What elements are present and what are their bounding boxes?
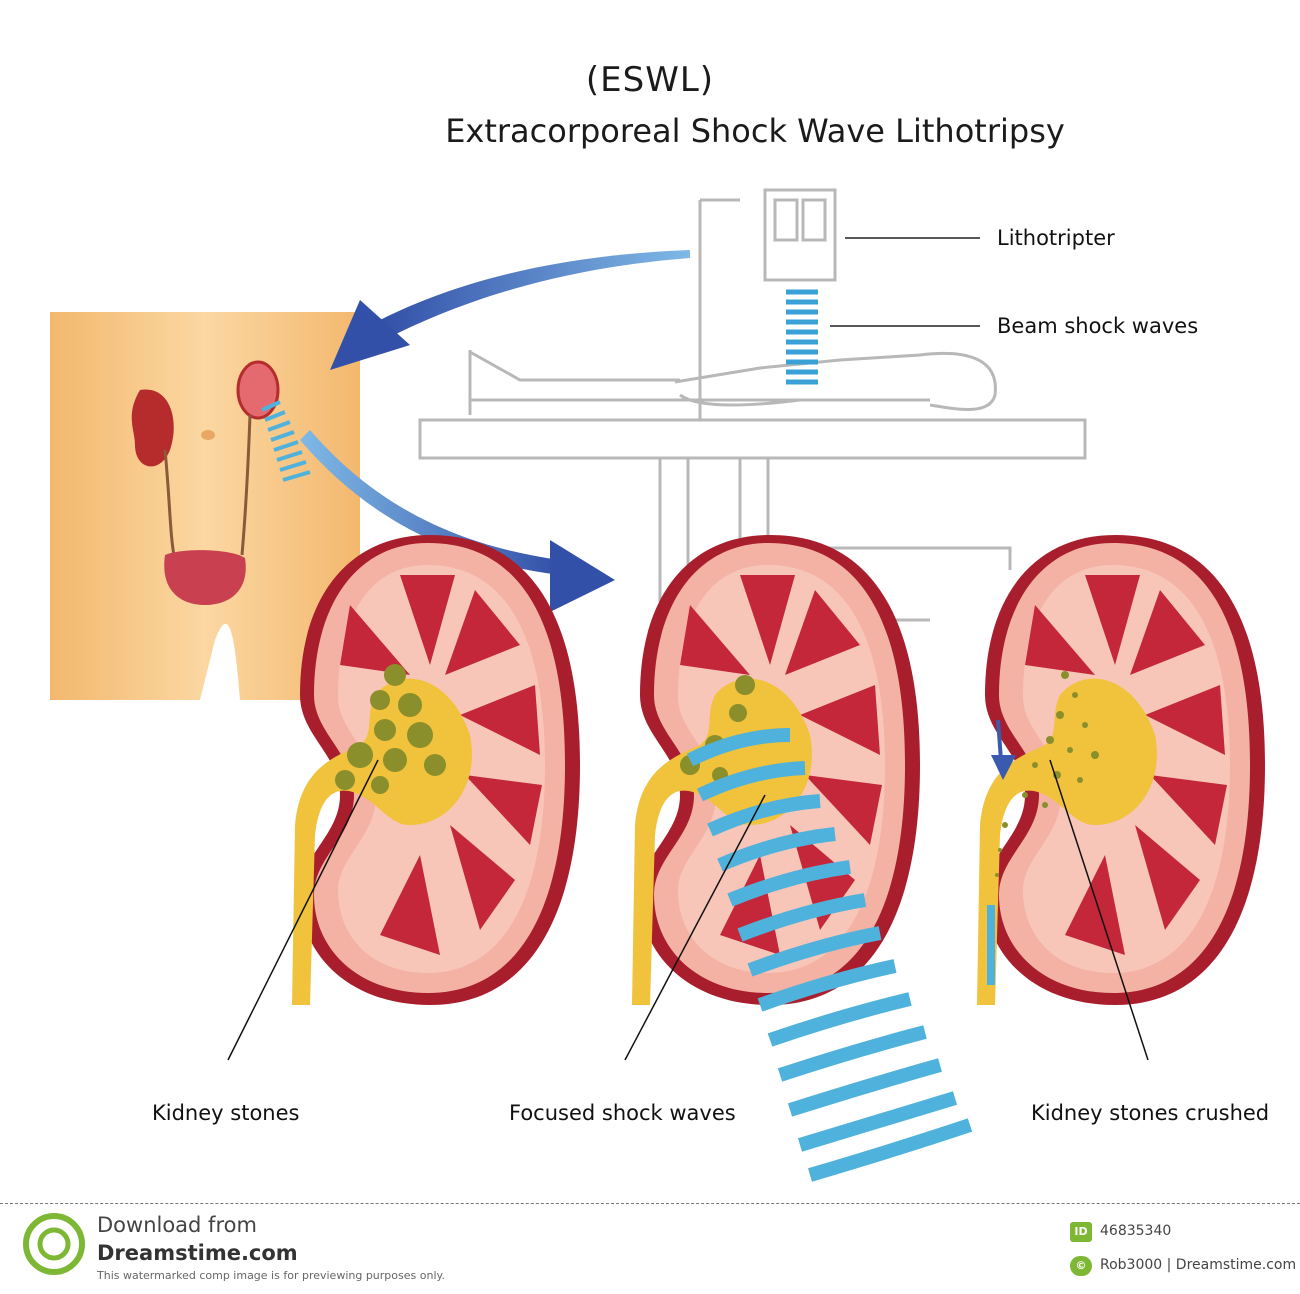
arrow-to-torso-head [330, 300, 410, 370]
lithotripter [763, 188, 837, 385]
leader-stones [227, 759, 379, 1061]
label-lithotripter: Lithotripter [997, 226, 1115, 250]
watermark-footer [0, 1203, 1300, 1294]
copyright-icon: © [1070, 1256, 1092, 1276]
eswl-illustration [50, 188, 1265, 1182]
diagram-title-acronym: (ESWL) [585, 60, 715, 100]
leader-crushed [1049, 759, 1149, 1061]
label-kidney-stones-crushed: Kidney stones crushed [1031, 1101, 1270, 1125]
arrow-to-kidney [300, 430, 560, 575]
kidney-stones-crushed [977, 535, 1265, 1005]
diagram-title: Extracorporeal Shock Wave Lithotripsy [445, 112, 1065, 150]
image-id: 46835340 [1100, 1223, 1172, 1239]
dreamstime-logo-icon [23, 1213, 85, 1275]
preview-disclaimer: This watermarked comp image is for previ… [97, 1269, 445, 1282]
arrow-to-torso [380, 250, 690, 336]
label-beam-shock-waves: Beam shock waves [997, 314, 1199, 338]
focused-wave-beam [686, 728, 973, 1182]
download-from-text: Download from [97, 1213, 257, 1237]
kidney-with-stones [292, 535, 580, 1005]
footer-divider [0, 1203, 1300, 1204]
label-kidney-stones: Kidney stones [152, 1101, 300, 1125]
id-badge-icon: ID [1070, 1222, 1092, 1242]
author-credit: Rob3000 | Dreamstime.com [1100, 1257, 1297, 1273]
label-focused-shock-waves: Focused shock waves [509, 1101, 736, 1125]
drain-arrow [991, 755, 1016, 780]
leader-focused [624, 794, 766, 1061]
dreamstime-site-link[interactable]: Dreamstime.com [97, 1241, 298, 1265]
arrow-to-kidney-head [550, 540, 615, 612]
